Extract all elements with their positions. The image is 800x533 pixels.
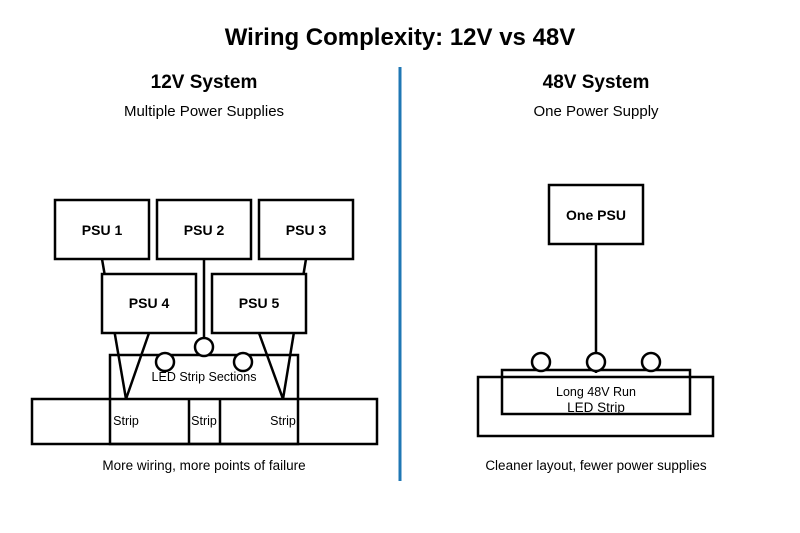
psu-box-1: PSU 1 <box>53 198 151 261</box>
psu-box-2: PSU 2 <box>155 198 253 261</box>
led-strip-label: LED Strip <box>567 400 625 415</box>
left-caption: More wiring, more points of failure <box>102 458 305 473</box>
left-heading: 12V System <box>151 72 258 93</box>
right-subheading: One Power Supply <box>533 103 659 120</box>
psu-label-single: One PSU <box>566 207 626 223</box>
connector-circle <box>640 351 662 373</box>
long-run-label: Long 48V Run <box>556 385 636 399</box>
connector-circle <box>154 351 176 373</box>
wire-psu5 <box>257 332 285 400</box>
strip-label-2: Strip <box>191 414 217 428</box>
strip-sections-label: LED Strip Sections <box>152 370 257 384</box>
psu-label-1: PSU 1 <box>82 222 123 238</box>
psu-label-4: PSU 4 <box>129 295 170 311</box>
psu-box-3: PSU 3 <box>257 198 355 261</box>
connector-circle <box>530 351 552 373</box>
right-panel-48v: 48V System One Power Supply One PSU Long… <box>476 72 715 473</box>
left-subheading: Multiple Power Supplies <box>124 103 284 120</box>
psu-box-4: PSU 4 <box>100 272 198 335</box>
connector-circle <box>585 351 607 373</box>
psu-label-5: PSU 5 <box>239 295 280 311</box>
strip-label-3: Strip <box>270 414 296 428</box>
connector-circle <box>193 336 215 358</box>
led-strip-outer <box>476 375 715 438</box>
right-caption: Cleaner layout, fewer power supplies <box>485 458 707 473</box>
left-panel-12v: 12V System Multiple Power Supplies PSU 1… <box>30 72 379 473</box>
diagram-title: Wiring Complexity: 12V vs 48V <box>225 24 576 51</box>
psu-box-5: PSU 5 <box>210 272 308 335</box>
strip-label-1: Strip <box>113 414 139 428</box>
psu-label-3: PSU 3 <box>286 222 327 238</box>
psu-box-single: One PSU <box>547 183 645 246</box>
connector-circle <box>232 351 254 373</box>
psu-label-2: PSU 2 <box>184 222 225 238</box>
right-heading: 48V System <box>543 72 650 93</box>
wire-psu4 <box>124 332 151 400</box>
